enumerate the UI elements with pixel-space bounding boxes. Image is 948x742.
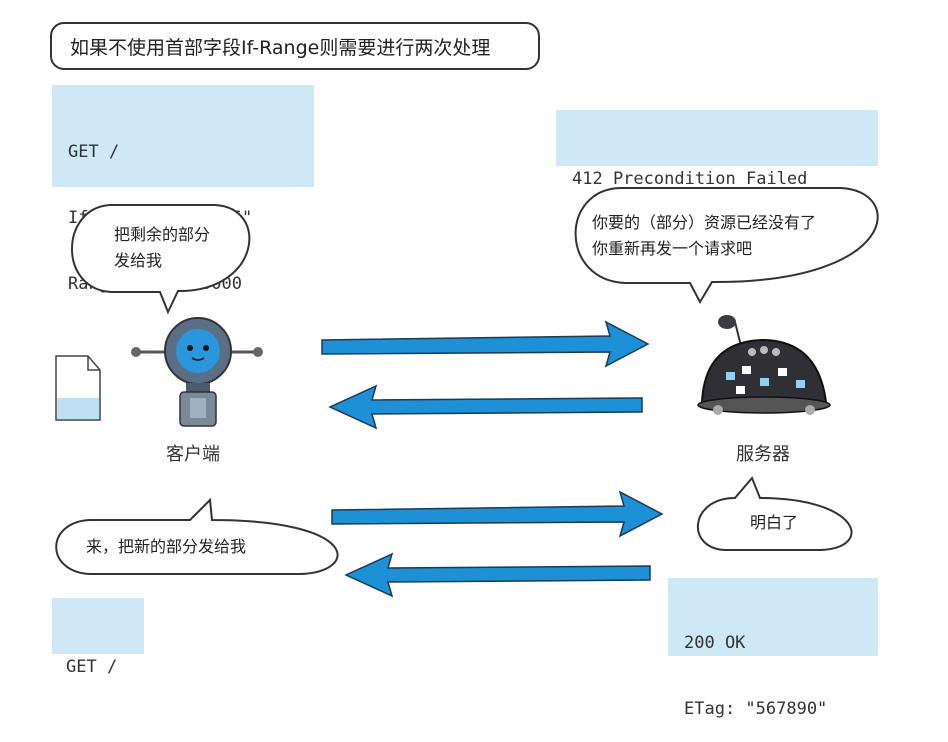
arrow-left-1 [328, 384, 643, 430]
server-bubble-text: 你要的（部分）资源已经没有了 你重新再发一个请求吧 [592, 210, 816, 262]
response1-box: 412 Precondition Failed [556, 110, 878, 189]
arrow-right-1 [321, 320, 650, 368]
arrow-right-2 [331, 490, 664, 538]
response2-line: ETag: "567890" [684, 699, 828, 719]
client-speech-bubble [71, 204, 251, 315]
response2-line: 200 OK [684, 633, 746, 653]
client-bubble-line: 发给我 [114, 251, 163, 270]
diagram-title: 如果不使用首部字段If-Range则需要进行两次处理 [50, 22, 540, 70]
document-icon [55, 355, 101, 421]
server-bubble-line: 你要的（部分）资源已经没有了 [592, 213, 817, 232]
server-speech-bubble-2 [697, 476, 853, 551]
server-robot-icon [697, 315, 831, 415]
client-bubble-line: 把剩余的部分 [114, 225, 211, 244]
server-speech-bubble [574, 187, 879, 305]
client-bubble2-text: 来，把新的部分发给我 [86, 537, 247, 556]
diagram-canvas [55, 187, 879, 598]
client-robot-icon [131, 317, 263, 427]
client-speech-bubble-2 [55, 497, 339, 575]
server-bubble-line: 你重新再发一个请求吧 [592, 239, 753, 258]
response1-line: 412 Precondition Failed [572, 169, 808, 189]
client-label: 客户端 [166, 444, 220, 465]
request1-line: GET / [68, 142, 120, 162]
server-label: 服务器 [736, 444, 790, 465]
arrow-left-2 [344, 552, 651, 598]
request2-box: GET / [52, 598, 144, 677]
client-bubble-text: 把剩余的部分 发给我 [114, 222, 210, 274]
server-bubble2-text: 明白了 [750, 513, 799, 532]
